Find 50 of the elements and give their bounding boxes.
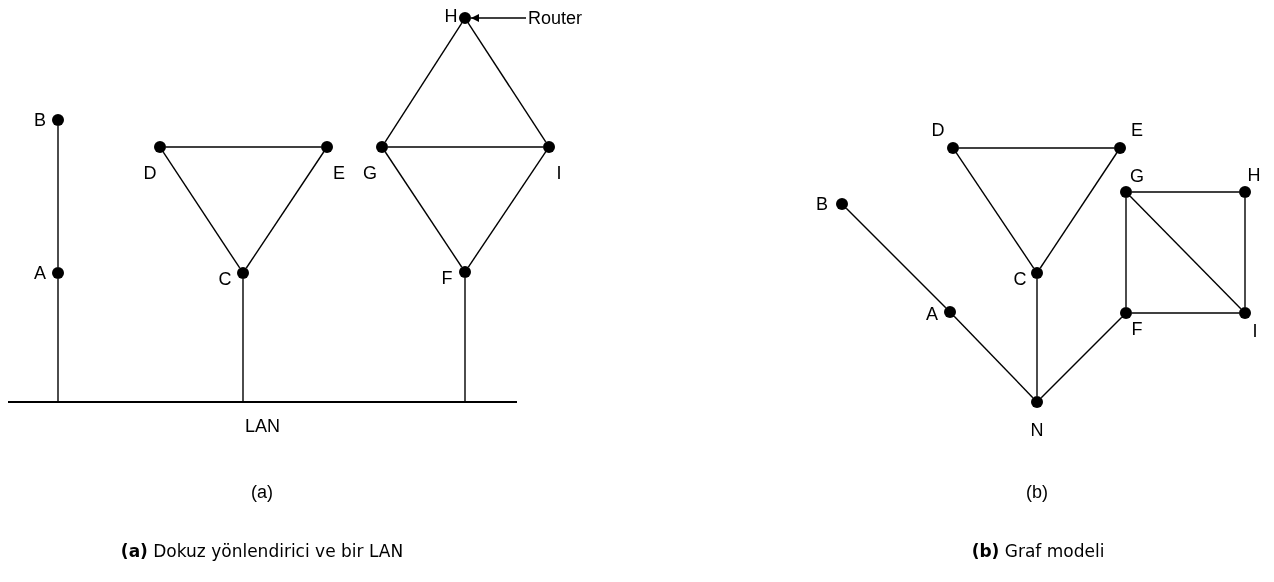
- link-line: [1036, 278, 1038, 397]
- link-line: [958, 147, 1115, 149]
- node-label: D: [931, 120, 945, 140]
- link-line: [1244, 197, 1246, 308]
- node-label: G: [363, 163, 377, 183]
- caption: (b) Graf modeli: [970, 540, 1106, 562]
- node-label: H: [1247, 165, 1261, 185]
- link-line: [1039, 152, 1118, 269]
- link-line: [845, 207, 947, 309]
- node-label: C: [218, 269, 232, 289]
- link-line: [467, 151, 547, 268]
- link-line: [387, 146, 544, 148]
- node-label: F: [1130, 319, 1144, 339]
- panel-label: (b): [1025, 481, 1049, 503]
- link-line: [57, 278, 59, 403]
- node-label: B: [33, 110, 47, 130]
- link-line: [1129, 195, 1242, 310]
- link-line: [953, 315, 1034, 399]
- panel-label: (a): [250, 481, 274, 503]
- link-line: [1125, 197, 1127, 308]
- link-line: [162, 151, 241, 269]
- link-line: [1131, 312, 1240, 314]
- link-line: [242, 278, 244, 403]
- node-label: F: [440, 268, 454, 288]
- node-label: C: [1013, 269, 1027, 289]
- callout-label: Router: [528, 7, 583, 29]
- link-line: [165, 146, 322, 148]
- node-label: N: [1030, 420, 1044, 440]
- link-line: [1040, 316, 1123, 399]
- node-label: E: [1130, 120, 1144, 140]
- lan-label: LAN: [245, 414, 280, 437]
- node-label: A: [33, 263, 47, 283]
- link-line: [384, 151, 463, 268]
- node-label: I: [1251, 321, 1259, 341]
- link-line: [384, 22, 463, 143]
- link-line: [57, 125, 59, 268]
- node-label: A: [925, 304, 939, 324]
- link-line: [1131, 191, 1240, 193]
- node-label: B: [815, 194, 829, 214]
- link-line: [245, 151, 325, 269]
- node-label: I: [555, 163, 563, 183]
- link-line: [955, 152, 1035, 269]
- node-label: D: [143, 163, 157, 183]
- caption: (a) Dokuz yönlendirici ve bir LAN: [119, 540, 405, 562]
- node-label: H: [444, 6, 458, 26]
- link-line: [467, 22, 547, 143]
- link-line: [464, 277, 466, 403]
- node-label: G: [1130, 166, 1144, 186]
- node-label: E: [332, 163, 346, 183]
- arrow: [470, 14, 527, 22]
